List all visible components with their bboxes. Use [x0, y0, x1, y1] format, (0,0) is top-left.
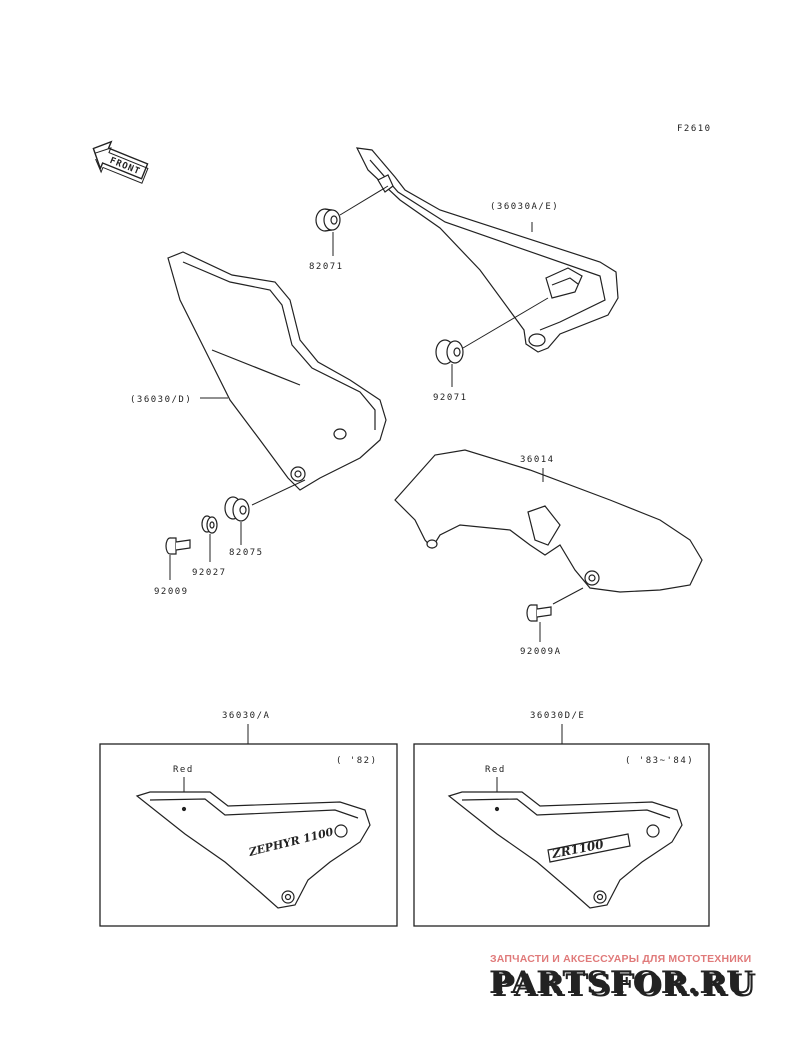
leader-line [251, 479, 306, 506]
grommet-top [315, 208, 341, 232]
leader-line [339, 185, 389, 216]
washer-icon [201, 515, 218, 534]
grommet-bottom [435, 339, 464, 365]
grommet-82075 [224, 496, 250, 522]
frame-bracket [355, 147, 619, 353]
inset-panel-2: 36030D/E ( '83~'84) Red ZR1100 [413, 711, 710, 927]
inset-year-label: ( '82) [336, 756, 378, 766]
chain-guard [394, 449, 703, 593]
inset-panel-1: 36030/A ( '82) Red ZEPHYR 1100 [99, 711, 398, 927]
part-label-82071-top: 82071 [309, 262, 344, 272]
part-label-82075: 82075 [229, 548, 264, 558]
bolt-icon [165, 537, 191, 555]
inset-year-label: ( '83~'84) [625, 756, 694, 766]
inset-note-label: Red [173, 765, 194, 775]
part-label-36014: 36014 [520, 455, 555, 465]
watermark: ЗАПЧАСТИ И АКСЕССУАРЫ ДЛЯ МОТОТЕХНИКИ PA… [489, 953, 757, 1004]
part-label-36030D: (36030/D) [130, 395, 192, 405]
inset-part-label: 36030/A [222, 711, 270, 721]
part-label-36030AE: (36030A/E) [490, 202, 559, 212]
part-label-92009A: 92009A [520, 647, 562, 657]
watermark-logo: PARTSFOR.RU [489, 965, 754, 1001]
side-cover-inset-drawing [135, 791, 371, 909]
watermark-tagline: ЗАПЧАСТИ И АКСЕССУАРЫ ДЛЯ МОТОТЕХНИКИ [490, 953, 751, 965]
label-leaders [169, 222, 544, 642]
bolt-icon [526, 604, 552, 622]
watermark-logo-shadow: PARTSFOR.RU [492, 968, 757, 1004]
side-cover-inset-drawing [447, 791, 683, 909]
leader-line [462, 297, 549, 349]
part-label-92009: 92009 [154, 587, 189, 597]
inset-note-label: Red [485, 765, 506, 775]
side-cover [167, 251, 387, 491]
part-label-82027: 92027 [192, 568, 227, 578]
diagram-code: F2610 [677, 124, 712, 134]
leader-line [552, 587, 584, 605]
front-arrow-icon: FRONT [92, 140, 149, 184]
part-label-82071-bottom: 92071 [433, 393, 468, 403]
inset-part-label: 36030D/E [530, 711, 585, 721]
